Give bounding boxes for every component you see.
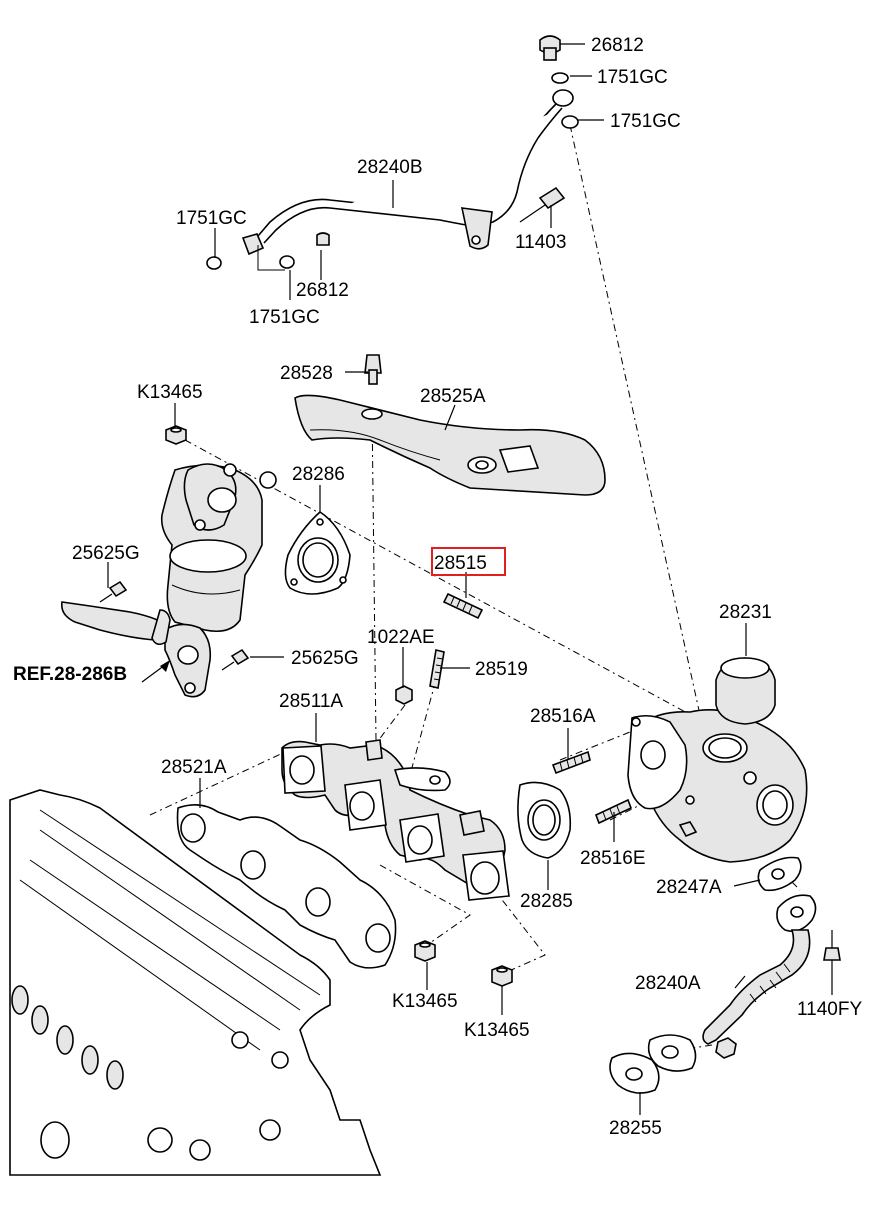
label-28519: 28519 <box>475 659 528 680</box>
heat-shield-28525A <box>294 354 606 496</box>
label-25625G-b: 25625G <box>291 648 359 669</box>
label-28255: 28255 <box>609 1118 662 1139</box>
label-28247A: 28247A <box>656 877 722 898</box>
label-28515: 28515 <box>434 553 487 574</box>
label-26812-mid: 26812 <box>296 280 349 301</box>
gasket-28247A <box>757 856 802 892</box>
catalytic-converter-ref <box>60 463 277 698</box>
label-leaders <box>107 43 833 1115</box>
nut-K13465-top <box>165 425 187 445</box>
label-28285: 28285 <box>520 891 573 912</box>
stud-28515 <box>442 592 484 620</box>
gasket-28255 <box>609 1052 660 1094</box>
exhaust-manifold-28511A <box>281 739 510 901</box>
label-28525A: 28525A <box>420 386 486 407</box>
assembly-centerlines <box>149 124 801 1051</box>
studs-28516 <box>551 750 633 825</box>
label-26812-top: 26812 <box>591 35 644 56</box>
label-K13465-b: K13465 <box>392 991 458 1012</box>
label-1022AE: 1022AE <box>367 627 435 648</box>
gasket-28285 <box>517 781 572 859</box>
label-28521A: 28521A <box>161 757 227 778</box>
label-28231: 28231 <box>719 602 772 623</box>
nut-1022AE <box>395 685 413 705</box>
label-28240B: 28240B <box>357 157 423 178</box>
bolts-25625G <box>99 580 250 671</box>
part-labels: 26812 1751GC 1751GC 28240B 1751GC 11403 … <box>13 35 862 1139</box>
label-28516A: 28516A <box>530 706 596 727</box>
label-28528: 28528 <box>280 363 333 384</box>
manifold-gasket-28521A <box>176 804 397 969</box>
stud-28519 <box>429 649 445 689</box>
label-K13465-top: K13465 <box>137 382 203 403</box>
label-1140FY: 1140FY <box>797 999 862 1020</box>
turbocharger-28231 <box>627 657 808 863</box>
label-1751GC-b: 1751GC <box>610 111 681 132</box>
label-REF-28-286B: REF.28-286B <box>13 664 127 685</box>
label-1751GC-d: 1751GC <box>249 307 320 328</box>
label-1751GC-a: 1751GC <box>597 67 668 88</box>
highlight-box-28515 <box>431 547 506 576</box>
label-1751GC-c: 1751GC <box>176 208 247 229</box>
label-25625G-a: 25625G <box>72 543 140 564</box>
label-28286: 28286 <box>292 464 345 485</box>
gasket-28286 <box>284 510 351 595</box>
engine-block <box>9 789 382 1176</box>
label-28240A: 28240A <box>635 973 701 994</box>
label-28516E: 28516E <box>580 848 646 869</box>
oil-feed-pipe-28240B <box>206 35 579 271</box>
bolt-1140FY <box>823 930 841 961</box>
label-28511A: 28511A <box>279 691 343 712</box>
label-11403: 11403 <box>515 232 566 253</box>
label-K13465-c: K13465 <box>464 1020 530 1041</box>
nuts-K13465-lower <box>414 940 513 987</box>
